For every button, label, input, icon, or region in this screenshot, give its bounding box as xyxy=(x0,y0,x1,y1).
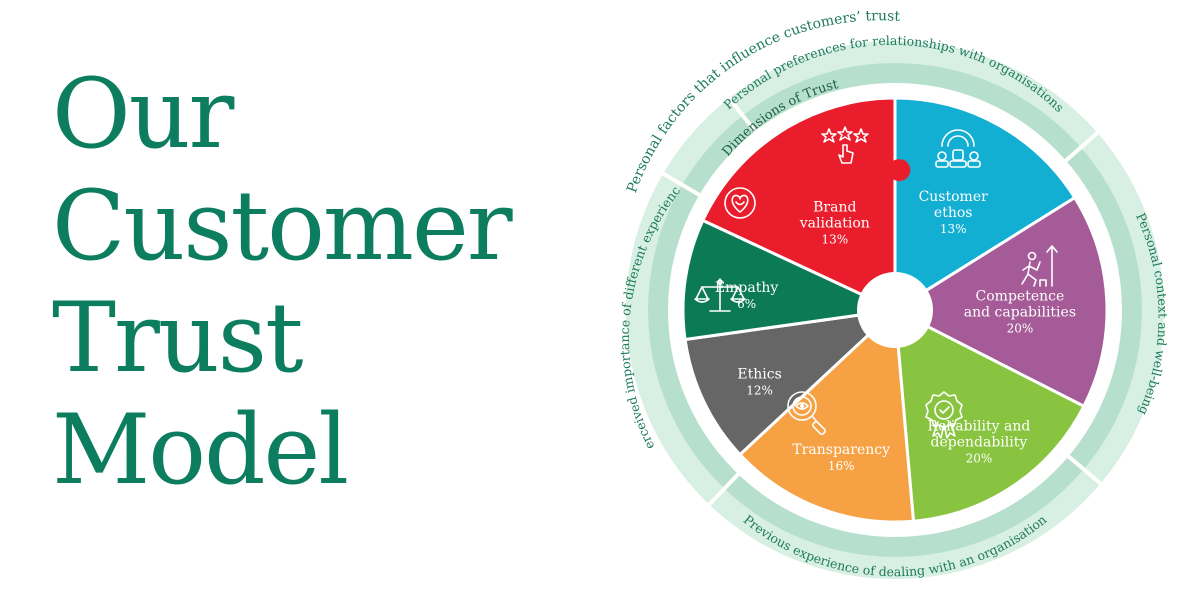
segment-icons xyxy=(694,126,1058,439)
segment-pct-0: 13% xyxy=(940,222,967,236)
segment-label-1-line-1: and capabilities xyxy=(964,305,1076,321)
segment-label-4-line-0: Ethics xyxy=(737,367,781,383)
title-line-1: Our xyxy=(52,58,234,170)
segment-pct-4: 12% xyxy=(746,384,773,398)
segment-label-0-line-0: Customer xyxy=(919,189,989,205)
people-icon xyxy=(935,129,981,168)
segment-label-2-line-0: Reliability and xyxy=(927,418,1030,434)
title-line-2: Customer xyxy=(52,170,513,282)
center-hole xyxy=(857,272,933,348)
segment-label-6-line-1: validation xyxy=(799,216,870,232)
rosette-icon xyxy=(925,391,963,439)
segment-pct-5: 6% xyxy=(737,297,756,311)
magnifier-icon xyxy=(787,391,827,436)
segment-label-6-line-0: Brand xyxy=(813,200,856,216)
segment-label-1-line-0: Competence xyxy=(976,289,1065,305)
segment-label-5-line-0: Empathy xyxy=(715,280,778,296)
puzzle-knob-6 xyxy=(888,159,911,182)
stars-icon xyxy=(821,126,869,164)
title-line-4: Model xyxy=(52,394,349,506)
climber-icon xyxy=(1021,245,1058,287)
page-title: Our Customer Trust Model xyxy=(52,58,513,506)
title-line-3: Trust xyxy=(52,282,304,394)
heart-icon xyxy=(724,187,756,219)
segment-label-2-line-1: dependability xyxy=(931,434,1028,450)
segment-pct-1: 20% xyxy=(1007,322,1034,336)
segment-pct-3: 16% xyxy=(828,459,855,473)
segment-pct-2: 20% xyxy=(966,451,993,465)
segment-label-0-line-1: ethos xyxy=(934,205,973,221)
middle-ring xyxy=(648,63,1142,557)
segment-pct-6: 13% xyxy=(821,233,848,247)
scales-icon xyxy=(694,278,746,312)
importance-label: Perceived importance of different experi… xyxy=(0,0,683,452)
segment-label-3-line-0: Transparency xyxy=(792,442,890,458)
outer-ring xyxy=(626,41,1164,579)
